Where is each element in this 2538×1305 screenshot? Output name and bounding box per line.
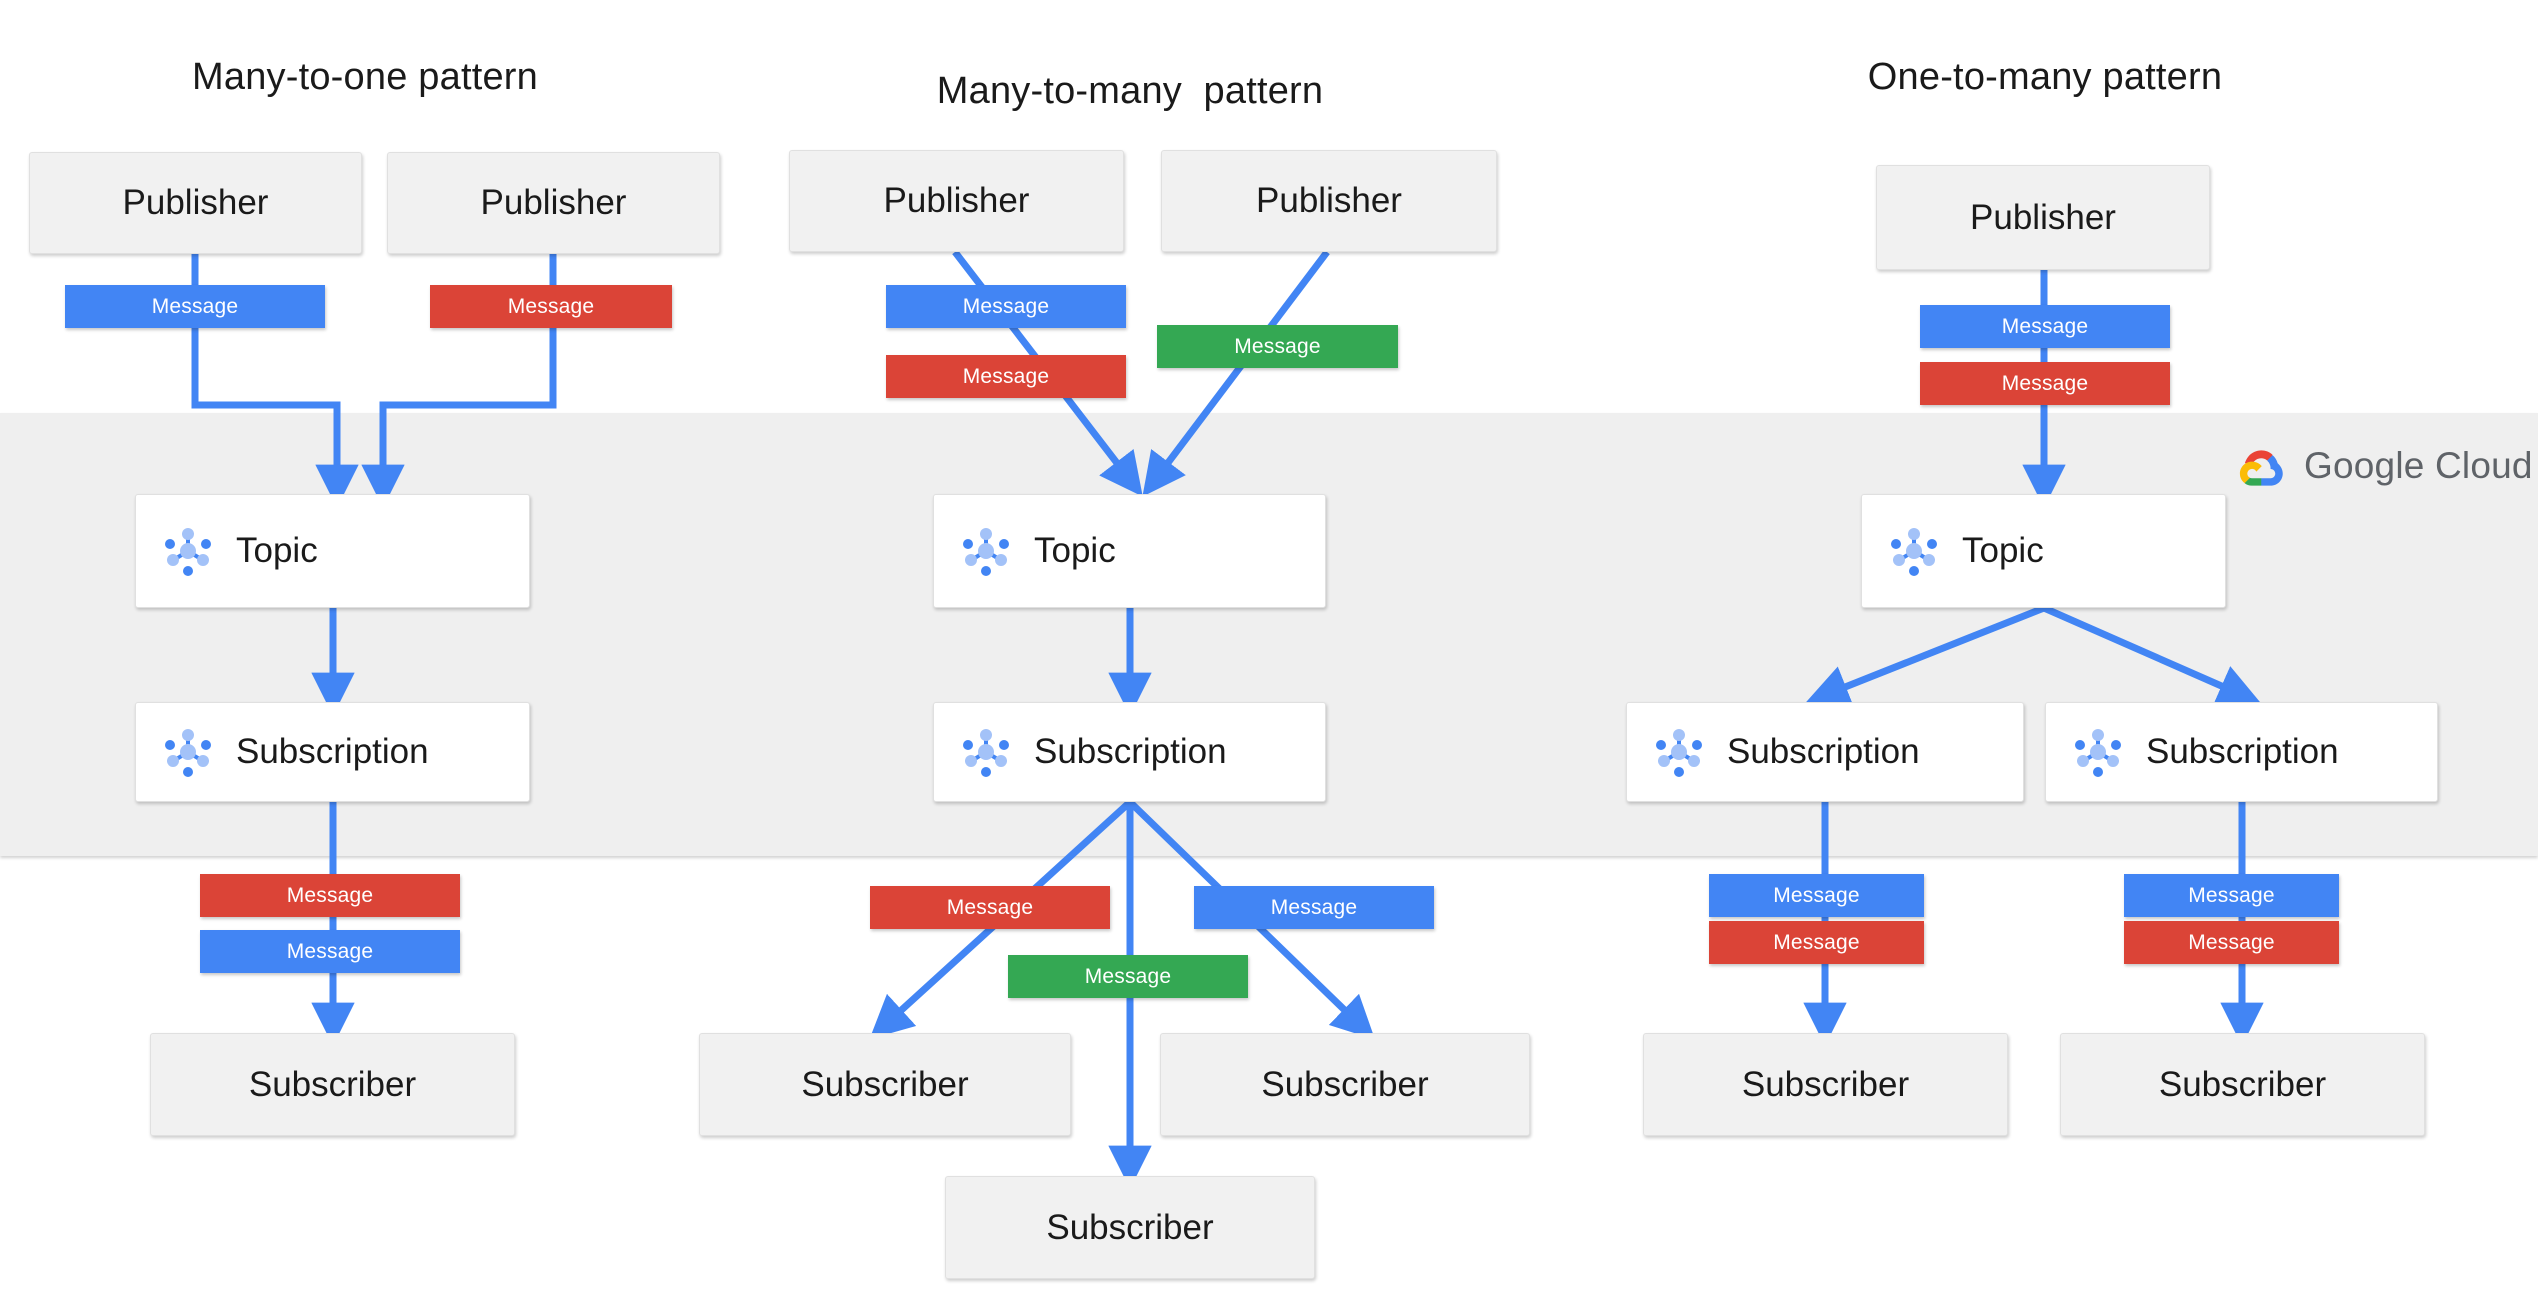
topic-box-2[interactable]: Topic: [933, 494, 1326, 608]
publisher-box-1b[interactable]: Publisher: [387, 152, 720, 254]
message-chip-publish-1b[interactable]: Message: [430, 285, 672, 328]
pubsub-subscription-icon: [2072, 726, 2124, 778]
message-chip-publish-1a[interactable]: Message: [65, 285, 325, 328]
message-chip-deliver-3a-red[interactable]: Message: [1709, 921, 1924, 964]
node-label: Topic: [1962, 531, 2044, 570]
node-label: Topic: [236, 531, 318, 570]
pubsub-topic-icon: [162, 525, 214, 577]
node-label: Subscription: [236, 732, 429, 771]
message-chip-deliver-1a[interactable]: Message: [200, 874, 460, 917]
message-chip-publish-3-blue[interactable]: Message: [1920, 305, 2170, 348]
node-label: Subscription: [2146, 732, 2339, 771]
message-chip-label: Message: [1084, 964, 1172, 988]
google-cloud-lockup: Google Cloud: [2238, 445, 2533, 487]
pubsub-topic-icon: [1888, 525, 1940, 577]
subscriber-box-2b[interactable]: Subscriber: [1160, 1033, 1530, 1136]
subscription-box-3a[interactable]: Subscription: [1626, 702, 2024, 802]
subscriber-box-2c[interactable]: Subscriber: [945, 1176, 1315, 1279]
message-chip-publish-2-green[interactable]: Message: [1157, 325, 1398, 368]
node-label: Subscription: [1727, 732, 1920, 771]
message-chip-deliver-3a-blue[interactable]: Message: [1709, 874, 1924, 917]
message-chip-label: Message: [2188, 930, 2275, 954]
pubsub-subscription-icon: [162, 726, 214, 778]
node-label: Subscriber: [1741, 1064, 1910, 1104]
node-label: Subscriber: [1261, 1064, 1429, 1104]
node-label: Publisher: [122, 183, 269, 222]
subscriber-box-1[interactable]: Subscriber: [150, 1033, 515, 1136]
message-chip-deliver-2-green[interactable]: Message: [1008, 955, 1248, 998]
node-label: Publisher: [480, 183, 627, 222]
message-chip-label: Message: [1773, 930, 1860, 954]
node-label: Publisher: [1970, 197, 2116, 237]
topic-box-3[interactable]: Topic: [1861, 494, 2226, 608]
subscriber-box-2a[interactable]: Subscriber: [699, 1033, 1071, 1136]
node-label: Subscriber: [1046, 1207, 1214, 1247]
message-chip-deliver-2-blue[interactable]: Message: [1194, 886, 1434, 929]
subscription-box-2[interactable]: Subscription: [933, 702, 1326, 802]
subscription-box-3b[interactable]: Subscription: [2045, 702, 2438, 802]
brand-name-google: Google: [2304, 445, 2425, 486]
node-label: Publisher: [883, 181, 1030, 220]
node-label: Publisher: [1256, 181, 1402, 220]
message-chip-label: Message: [2001, 314, 2089, 338]
message-chip-label: Message: [962, 364, 1050, 388]
pubsub-subscription-icon: [960, 726, 1012, 778]
google-cloud-wordmark: Google Cloud: [2304, 445, 2533, 487]
publisher-box-1a[interactable]: Publisher: [29, 152, 362, 254]
subscriber-box-3b[interactable]: Subscriber: [2060, 1033, 2425, 1136]
message-chip-label: Message: [286, 883, 374, 907]
message-chip-publish-3-red[interactable]: Message: [1920, 362, 2170, 405]
message-chip-label: Message: [2001, 371, 2089, 395]
message-chip-label: Message: [507, 294, 595, 318]
message-chip-publish-2-red[interactable]: Message: [886, 355, 1126, 398]
node-label: Subscriber: [801, 1064, 969, 1104]
topic-box-1[interactable]: Topic: [135, 494, 530, 608]
message-chip-label: Message: [151, 294, 239, 318]
node-label: Subscriber: [2158, 1064, 2327, 1104]
subscriber-box-3a[interactable]: Subscriber: [1643, 1033, 2008, 1136]
brand-name-cloud: Cloud: [2435, 445, 2533, 486]
pattern-title-many-to-many: Many-to-many pattern: [936, 70, 1324, 112]
message-chip-label: Message: [1270, 895, 1358, 919]
publisher-box-2b[interactable]: Publisher: [1161, 150, 1497, 252]
pattern-title-many-to-one: Many-to-one pattern: [192, 56, 538, 98]
message-chip-label: Message: [2188, 883, 2275, 907]
message-chip-deliver-3b-blue[interactable]: Message: [2124, 874, 2339, 917]
node-label: Subscription: [1034, 732, 1227, 771]
message-chip-label: Message: [286, 939, 374, 963]
message-chip-deliver-3b-red[interactable]: Message: [2124, 921, 2339, 964]
message-chip-label: Message: [946, 895, 1034, 919]
node-label: Topic: [1034, 531, 1116, 570]
message-chip-label: Message: [1773, 883, 1860, 907]
publisher-box-2a[interactable]: Publisher: [789, 150, 1124, 252]
node-label: Subscriber: [248, 1064, 417, 1104]
message-chip-label: Message: [962, 294, 1050, 318]
message-chip-publish-2-blue[interactable]: Message: [886, 285, 1126, 328]
message-chip-deliver-2-red[interactable]: Message: [870, 886, 1110, 929]
message-chip-label: Message: [1234, 334, 1321, 358]
pattern-title-one-to-many: One-to-many pattern: [1867, 56, 2223, 98]
subscription-box-1[interactable]: Subscription: [135, 702, 530, 802]
publisher-box-3[interactable]: Publisher: [1876, 165, 2210, 270]
pubsub-subscription-icon: [1653, 726, 1705, 778]
message-chip-deliver-1b[interactable]: Message: [200, 930, 460, 973]
google-cloud-logo-icon: [2238, 445, 2288, 487]
pubsub-topic-icon: [960, 525, 1012, 577]
